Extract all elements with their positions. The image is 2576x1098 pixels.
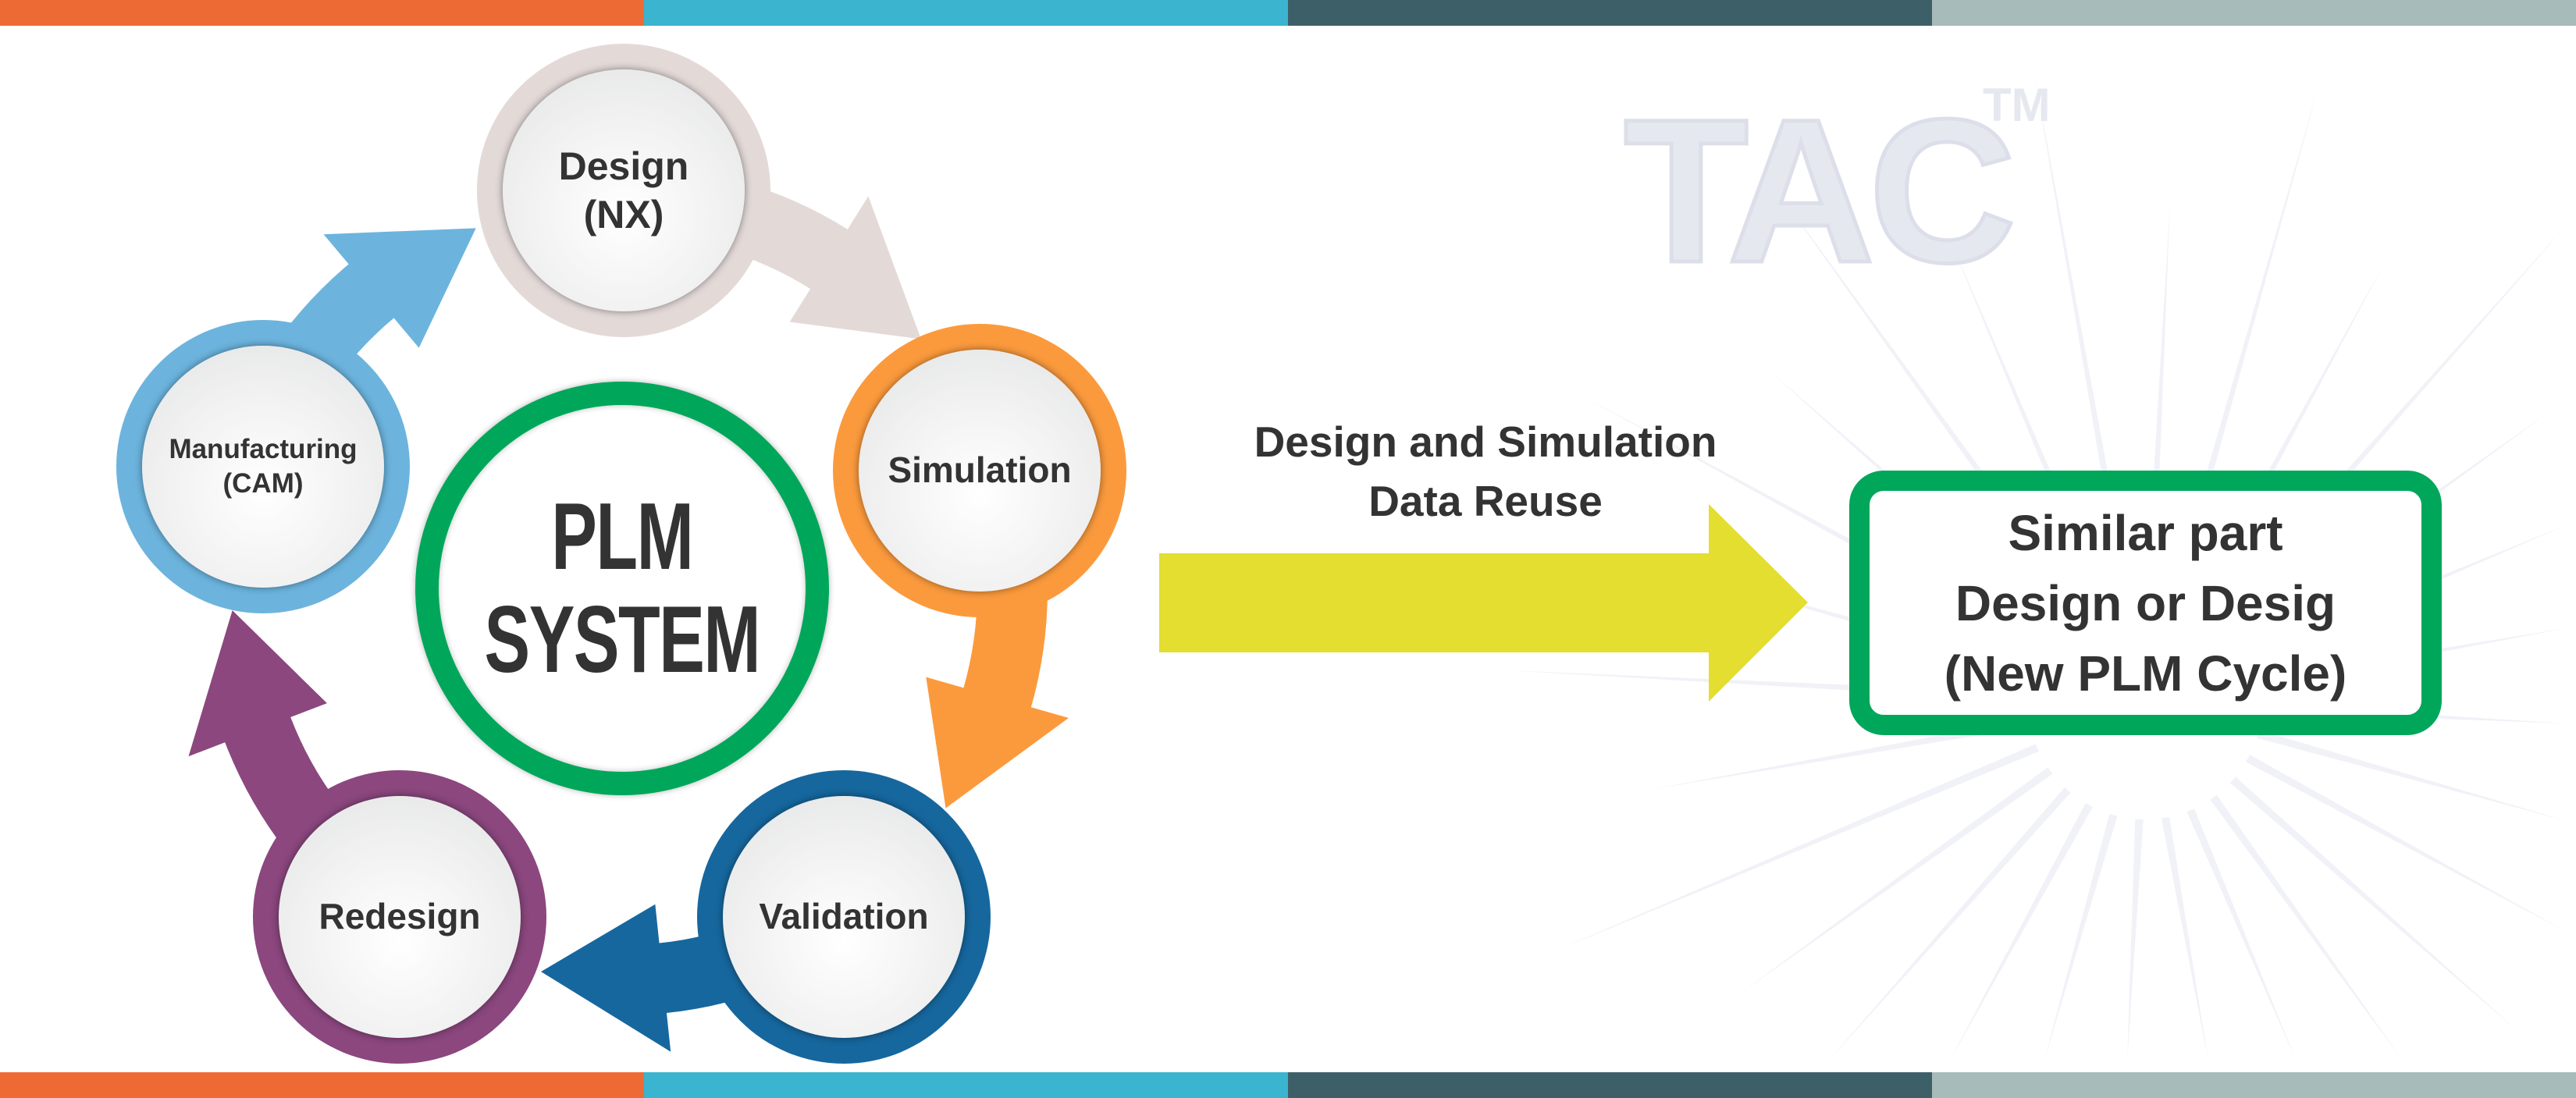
starburst-ray (1653, 718, 2031, 790)
starburst-ray (2186, 808, 2297, 1061)
tac-watermark-logo: TAC (1621, 75, 2018, 307)
node-design: Design (NX) (477, 44, 770, 337)
starburst-ray (1555, 744, 2039, 951)
node-label: Manufacturing (169, 434, 358, 465)
starburst-ray (1739, 767, 2053, 994)
starburst-ray (2256, 730, 2568, 822)
node-redesign: Redesign (253, 770, 546, 1064)
box-line: Design or Desig (1955, 574, 2336, 631)
starburst-ray (2033, 72, 2129, 588)
node-label: Validation (759, 896, 929, 937)
node-label: Simulation (888, 450, 1072, 491)
top-color-bar (0, 0, 2576, 26)
bar-segment-cyan (644, 1072, 1288, 1098)
data-reuse-label: Design and Simulation Data Reuse (1173, 412, 1798, 531)
starburst-ray (2172, 86, 2319, 592)
plm-title-line: PLM (551, 483, 694, 590)
starburst-ray (2210, 794, 2403, 1061)
starburst-ray (2126, 819, 2144, 1061)
right-arrow-icon (1159, 504, 1808, 702)
plm-system-center: PLM SYSTEM (415, 382, 829, 795)
bar-segment-teal (1288, 1072, 1932, 1098)
bar-segment-gray (1932, 0, 2576, 26)
node-simulation: Simulation (833, 324, 1126, 617)
node-label: (NX) (583, 193, 664, 236)
trademark-symbol: TM (1983, 79, 2051, 131)
reuse-label-line: Design and Simulation (1254, 418, 1717, 466)
bar-segment-gray (1932, 1072, 2576, 1098)
node-validation: Validation (697, 770, 991, 1064)
node-manufacturing: Manufacturing(CAM) (116, 320, 410, 613)
bar-segment-cyan (644, 0, 1288, 26)
starburst-ray (1949, 803, 2093, 1061)
node-label: Design (558, 144, 689, 188)
plm-title-line: SYSTEM (484, 586, 761, 692)
bar-segment-orange (0, 0, 644, 26)
reuse-label-line: Data Reuse (1368, 477, 1603, 525)
starburst-ray (2246, 755, 2568, 933)
starburst-ray (1827, 787, 2071, 1061)
new-plm-cycle-box: Similar part Design or Desig (New PLM Cy… (1849, 471, 2442, 735)
bar-segment-teal (1288, 0, 1932, 26)
bottom-color-bar (0, 1072, 2576, 1098)
box-line: Similar part (2008, 504, 2283, 561)
starburst-ray (2161, 816, 2209, 1061)
node-label: (CAM) (222, 468, 304, 499)
box-line: (New PLM Cycle) (1944, 645, 2347, 702)
bar-segment-orange (0, 1072, 644, 1098)
starburst-ray (2229, 776, 2520, 1033)
starburst-ray (2044, 813, 2118, 1061)
node-label: Redesign (318, 896, 481, 937)
